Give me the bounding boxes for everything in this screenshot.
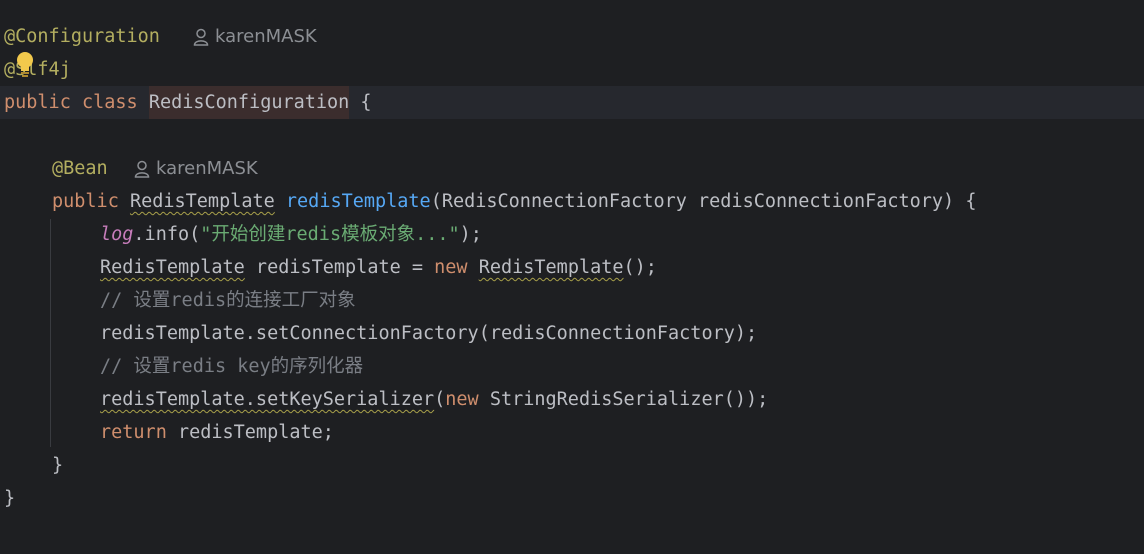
code-line-9[interactable]: // 设置redis的连接工厂对象: [0, 284, 1144, 317]
author-name: karenMASK: [215, 26, 317, 47]
author-name: karenMASK: [156, 158, 258, 179]
annotation-bean: @Bean: [52, 158, 108, 179]
lightbulb-icon[interactable]: [16, 52, 34, 80]
return-type: RedisTemplate: [129, 191, 275, 212]
set-connection-factory: redisTemplate.setConnectionFactory(redis…: [100, 323, 758, 344]
method-name: redisTemplate: [285, 191, 431, 212]
code-line-2[interactable]: @Slf4j: [0, 53, 1144, 86]
code-line-13[interactable]: return redisTemplate;: [0, 416, 1144, 449]
author-inlay-2[interactable]: karenMASK: [134, 152, 258, 185]
method-close-brace: }: [52, 455, 64, 476]
author-inlay-1[interactable]: karenMASK: [193, 20, 317, 53]
code-line-3[interactable]: public class RedisConfiguration {: [0, 86, 1144, 119]
class-declaration: public class RedisConfiguration {: [4, 86, 372, 119]
local-declaration: RedisTemplate redisTemplate = new RedisT…: [100, 257, 657, 278]
code-line-12[interactable]: redisTemplate.setKeySerializer(new Strin…: [0, 383, 1144, 416]
annotation-slf4j: @Slf4j: [4, 59, 71, 80]
code-line-11[interactable]: // 设置redis key的序列化器: [0, 350, 1144, 383]
log-statement: log.info("开始创建redis模板对象...");: [100, 224, 482, 245]
code-line-15[interactable]: }: [0, 482, 1144, 515]
code-line-1[interactable]: @Configuration karenMASK: [0, 20, 1144, 53]
user-icon: [134, 160, 150, 178]
code-line-6[interactable]: public RedisTemplate redisTemplate(Redis…: [0, 185, 1144, 218]
method-signature: public RedisTemplate redisTemplate(Redis…: [52, 191, 977, 212]
code-line-8[interactable]: RedisTemplate redisTemplate = new RedisT…: [0, 251, 1144, 284]
comment-line: // 设置redis key的序列化器: [100, 356, 364, 377]
indent-guide: [50, 219, 51, 447]
comment-line: // 设置redis的连接工厂对象: [100, 290, 356, 311]
return-statement: return redisTemplate;: [100, 422, 334, 443]
code-line-10[interactable]: redisTemplate.setConnectionFactory(redis…: [0, 317, 1144, 350]
class-name: RedisConfiguration: [148, 86, 350, 119]
set-key-serializer: redisTemplate.setKeySerializer(new Strin…: [100, 389, 769, 410]
code-line-5[interactable]: @Bean karenMASK: [0, 152, 1144, 185]
user-icon: [193, 28, 209, 46]
annotation-configuration: @Configuration: [4, 26, 160, 47]
class-close-brace: }: [4, 488, 16, 509]
code-line-7[interactable]: log.info("开始创建redis模板对象...");: [0, 218, 1144, 251]
code-line-14[interactable]: }: [0, 449, 1144, 482]
